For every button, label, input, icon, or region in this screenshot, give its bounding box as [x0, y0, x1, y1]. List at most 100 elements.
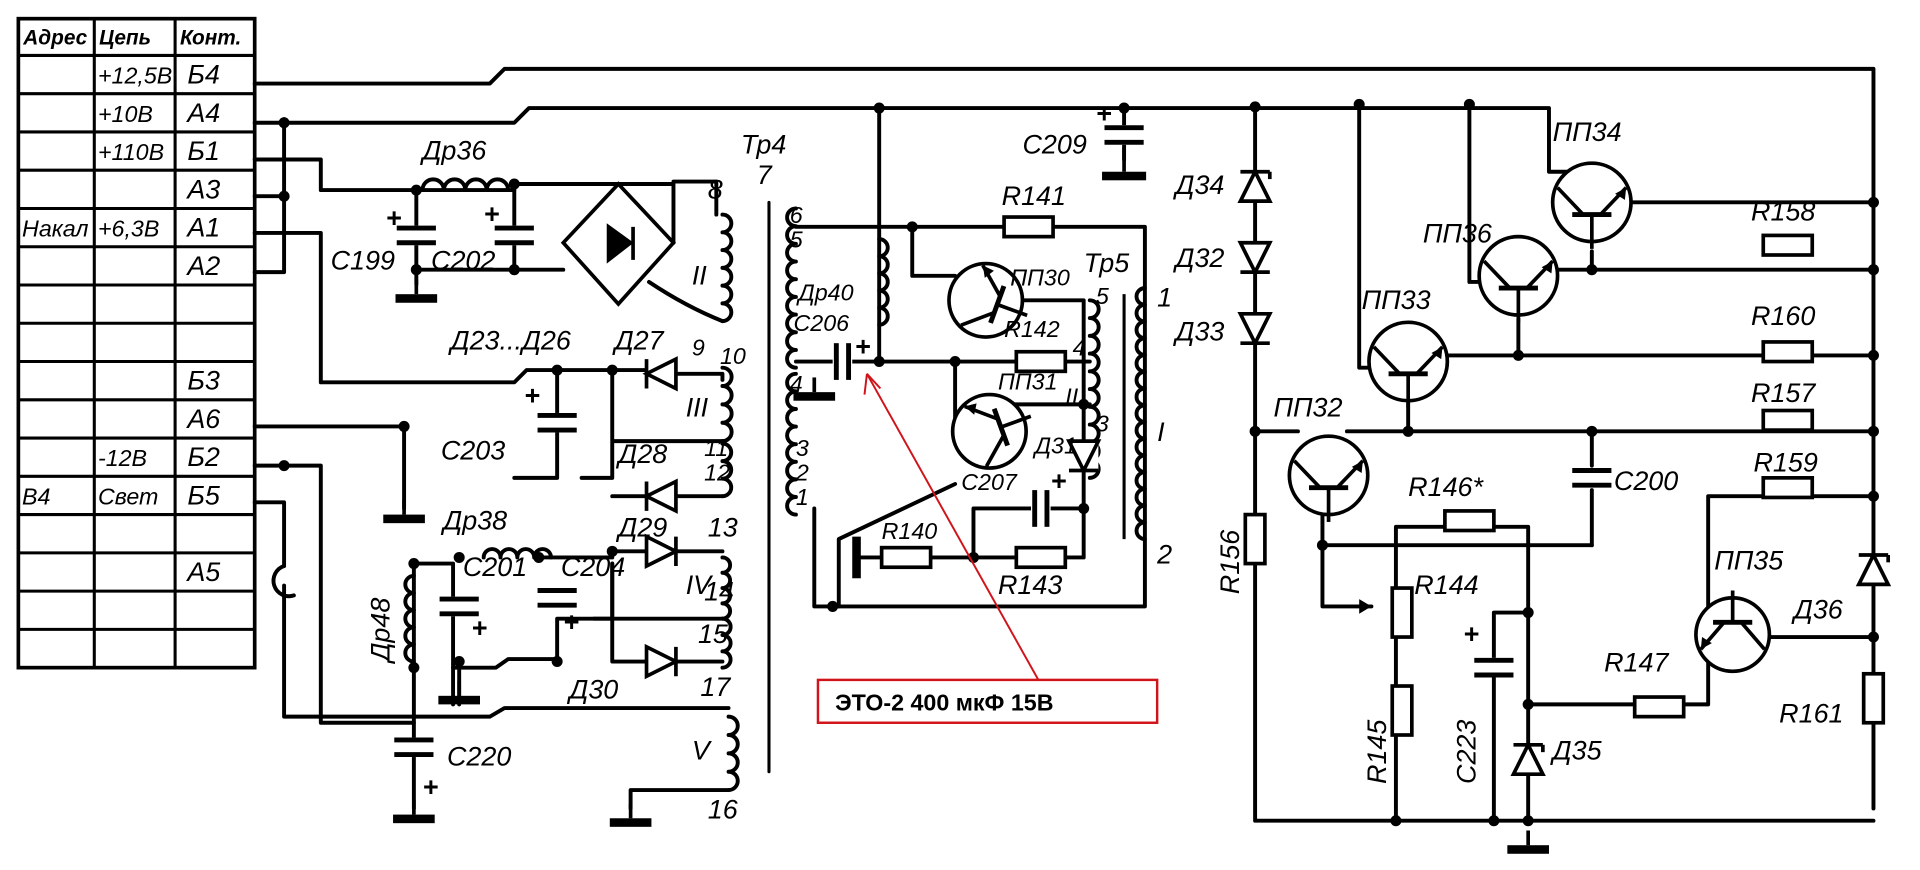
tp5-pin-1: 1	[1157, 282, 1172, 312]
label-r144: R144	[1414, 570, 1478, 600]
table-cell-contact: А6	[185, 404, 220, 434]
winding-label-v: V	[692, 735, 713, 765]
junction-dot	[278, 117, 290, 129]
winding-15-17	[720, 616, 733, 670]
label-c199: С199	[331, 246, 395, 276]
label-c206: С206	[793, 310, 849, 336]
transistor	[950, 392, 1032, 470]
junction-dot	[1522, 607, 1534, 619]
transistor	[1367, 320, 1450, 409]
components: ++++++++++	[271, 98, 1892, 854]
table-cell-contact: Б2	[187, 442, 220, 472]
junction-dot	[453, 656, 465, 668]
tp5-winding-i	[1134, 286, 1147, 542]
zener-diode	[1855, 550, 1892, 587]
capacitor: +	[1096, 99, 1144, 145]
tp5-pin-4: 4	[1073, 334, 1086, 360]
label-c200: С200	[1614, 466, 1678, 496]
label-c202: С202	[431, 246, 495, 276]
label-r143: R143	[998, 570, 1062, 600]
bridge-rectifier	[560, 181, 676, 307]
junction-dot	[1118, 102, 1130, 114]
resistor	[1390, 684, 1414, 737]
resistor	[1761, 408, 1815, 432]
pin-14: 14	[704, 576, 734, 606]
label-c207: С207	[961, 469, 1018, 495]
junction-dot	[278, 460, 290, 472]
diode	[1237, 240, 1273, 277]
junction-dot	[1867, 631, 1879, 643]
label-tp5: Тр5	[1084, 248, 1131, 278]
junction-dot	[873, 102, 885, 114]
junction-dot	[1353, 98, 1365, 110]
table-cell-circuit: +12,5В	[98, 63, 172, 89]
plus-sign-icon: +	[484, 199, 500, 229]
transistor	[947, 261, 1028, 339]
junction-dot	[508, 178, 520, 190]
junction-dot	[827, 600, 839, 612]
capacitor: +	[1031, 466, 1067, 529]
pin-15: 15	[698, 619, 729, 649]
plus-sign-icon: +	[524, 380, 540, 410]
table-cell-circuit: -12В	[98, 445, 147, 471]
pin-16: 16	[708, 794, 738, 824]
tp5-pin-2: 2	[1156, 540, 1172, 570]
tp4-pin-6: 6	[790, 202, 803, 228]
junction-dot	[1867, 349, 1879, 361]
junction-dot	[398, 420, 410, 432]
junction-dot	[278, 190, 290, 202]
capacitor: +	[484, 199, 534, 246]
table-cell-circuit: +10В	[98, 101, 153, 127]
capacitor: +	[537, 588, 579, 637]
table-frame	[16, 16, 257, 670]
label-c201: С201	[463, 552, 527, 582]
pin-12: 12	[704, 459, 730, 485]
label-r147: R147	[1604, 647, 1669, 677]
tp4-winding-upper	[785, 206, 798, 370]
capacitor: +	[386, 203, 436, 246]
tp4-pin-3: 3	[796, 435, 809, 461]
junction-dot	[1402, 425, 1414, 437]
table-header-cell: Адрес	[22, 26, 87, 49]
junction-dot	[408, 558, 420, 570]
capacitor: +	[832, 331, 871, 382]
capacitor	[1572, 468, 1612, 488]
ground-icon	[383, 499, 425, 524]
annotation-pointer-line	[866, 373, 1040, 681]
junction-dot	[1867, 490, 1879, 502]
junction-dot	[1390, 815, 1402, 827]
label-d30: Д30	[566, 674, 618, 704]
junction-dot	[1249, 425, 1261, 437]
junction-dot	[508, 264, 520, 276]
junction-dot	[1867, 264, 1879, 276]
ground-icon	[793, 377, 836, 401]
junction-dot	[410, 264, 422, 276]
plus-sign-icon: +	[855, 331, 871, 361]
label-r161: R161	[1779, 699, 1843, 729]
table-cell-circuit: Свет	[98, 483, 158, 509]
tp4-pin-2: 2	[795, 459, 809, 485]
resistor	[1632, 695, 1686, 719]
junction-dot	[1586, 425, 1598, 437]
junction-dot	[949, 356, 961, 368]
resistor	[1761, 476, 1815, 500]
junction-dot	[1078, 502, 1090, 514]
capacitor: +	[1463, 619, 1514, 678]
table-cell-contact: А3	[185, 174, 220, 204]
plus-sign-icon: +	[1096, 99, 1112, 129]
annotation-text: ЭТО-2 400 мкФ 15В	[835, 690, 1053, 716]
label-d31: Д31	[1032, 432, 1077, 458]
junction-dot	[873, 356, 885, 368]
label-c204: С204	[561, 552, 625, 582]
junction-dot	[1316, 539, 1328, 551]
tp4-pin-7: 7	[757, 160, 773, 190]
label-r146: R146*	[1408, 472, 1484, 502]
junction-dot	[1249, 101, 1261, 113]
choke-dr48	[403, 573, 416, 664]
winding-iii	[720, 365, 734, 444]
plus-sign-icon: +	[422, 772, 438, 802]
tp4-pin-1: 1	[796, 484, 809, 510]
label-d27: Д27	[612, 325, 665, 355]
winding-label-ii: II	[692, 260, 707, 290]
